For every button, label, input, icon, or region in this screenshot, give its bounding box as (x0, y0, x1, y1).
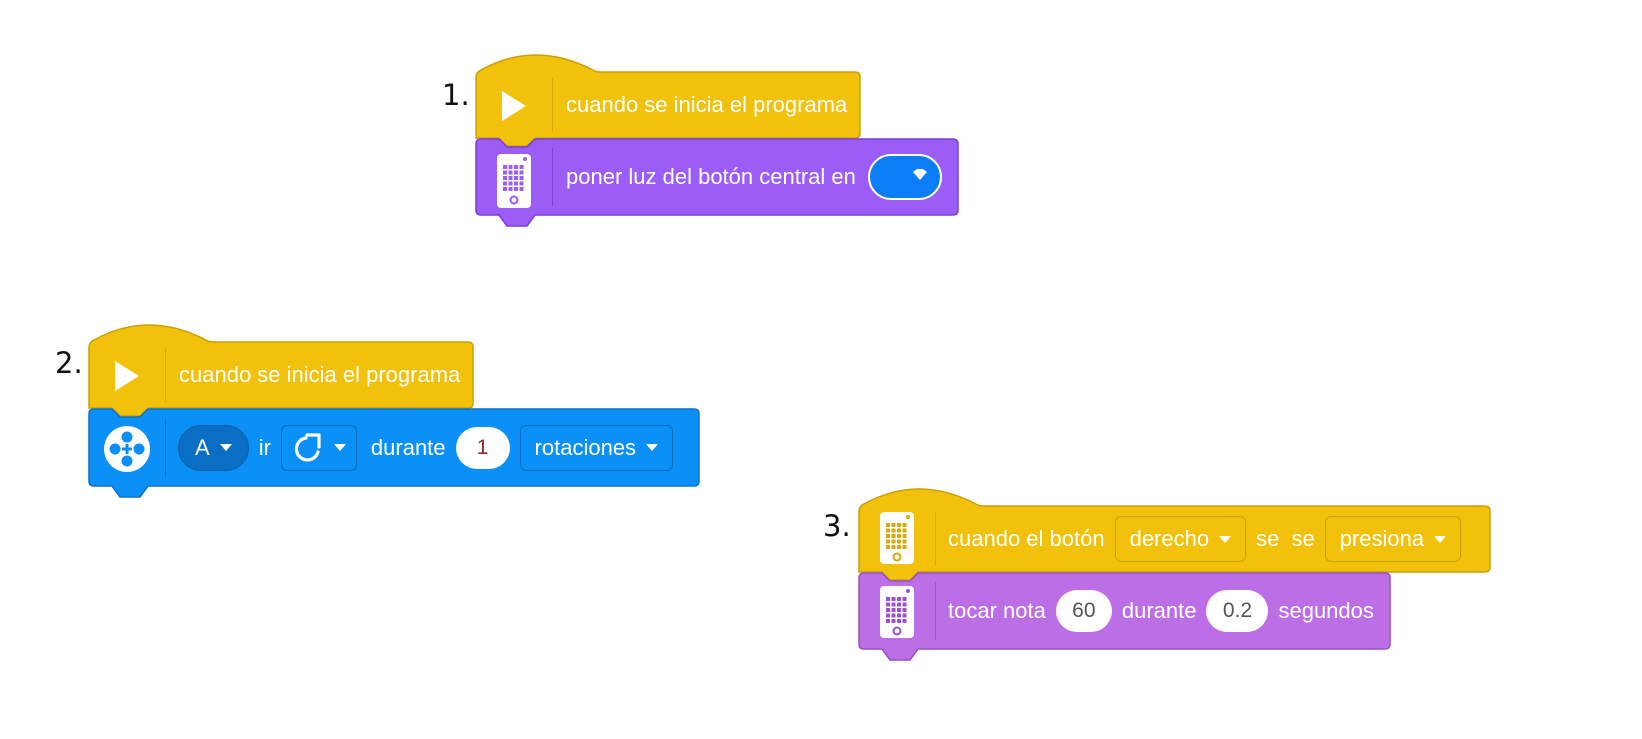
hub-icon (876, 510, 918, 566)
clockwise-arrow-icon (292, 432, 324, 463)
step-number-1: 1. (442, 78, 470, 112)
note-input[interactable]: 60 (1055, 590, 1112, 632)
port-value: A (195, 434, 210, 460)
for-label: durante (1121, 598, 1197, 623)
divider (552, 78, 553, 132)
step-number-2: 2. (55, 346, 83, 380)
direction-dropdown[interactable] (280, 424, 357, 471)
button-dropdown[interactable]: derecho (1114, 516, 1247, 562)
play-note-label: tocar nota (948, 598, 1046, 623)
dropdown-caret-icon (219, 444, 232, 451)
action-dropdown[interactable]: presiona (1324, 516, 1462, 562)
hat-block-label: cuando se inicia el programa (179, 362, 461, 387)
play-icon (100, 354, 154, 398)
seconds-label: segundos (1278, 598, 1374, 623)
dropdown-caret-icon (1434, 535, 1447, 543)
unit-value: rotaciones (534, 434, 637, 460)
divider (165, 418, 166, 478)
step-number-3: 3. (823, 509, 851, 543)
hat-block-label: cuando se inicia el programa (566, 92, 848, 117)
divider (552, 148, 553, 206)
stack-block-label: poner luz del botón central en (566, 164, 856, 189)
mid-label: se se (1256, 526, 1315, 551)
motor-icon (102, 424, 152, 474)
action-option-value: presiona (1339, 526, 1425, 551)
for-label: durante (370, 434, 446, 460)
hat-block-shape (475, 54, 861, 147)
hat-block-when-program-starts[interactable]: cuando se inicia el programa (88, 318, 474, 417)
dropdown-caret-icon (1219, 535, 1232, 543)
hat-block-label: cuando el botón (948, 526, 1105, 551)
amount-input[interactable]: 1 (455, 426, 510, 469)
stack-block-shape (475, 138, 959, 227)
divider (935, 512, 936, 566)
hat-block-shape (858, 488, 1491, 581)
hub-icon (876, 584, 918, 640)
set-center-button-light-block[interactable]: poner luz del botón central en (475, 138, 959, 230)
port-dropdown[interactable]: A (178, 424, 249, 471)
duration-input[interactable]: 0.2 (1206, 590, 1269, 632)
button-option-value: derecho (1129, 526, 1210, 551)
hub-icon (493, 152, 535, 210)
dropdown-caret-icon (333, 444, 346, 451)
hat-block-when-button-pressed[interactable]: cuando el botón derecho se se presiona (858, 482, 1492, 581)
dropdown-caret-icon (912, 168, 928, 186)
play-note-block[interactable]: tocar nota 60 durante 0.2 segundos (858, 572, 1392, 664)
play-icon (487, 84, 541, 128)
divider (935, 582, 936, 640)
dropdown-caret-icon (646, 444, 659, 451)
motor-run-for-block[interactable]: A ir durante 1 rotaciones (88, 408, 700, 500)
hat-block-shape (88, 324, 474, 417)
go-label: ir (258, 434, 271, 460)
light-color-dropdown[interactable] (867, 154, 942, 200)
unit-dropdown[interactable]: rotaciones (519, 424, 674, 471)
hat-block-when-program-starts[interactable]: cuando se inicia el programa (475, 48, 861, 147)
divider (165, 348, 166, 402)
